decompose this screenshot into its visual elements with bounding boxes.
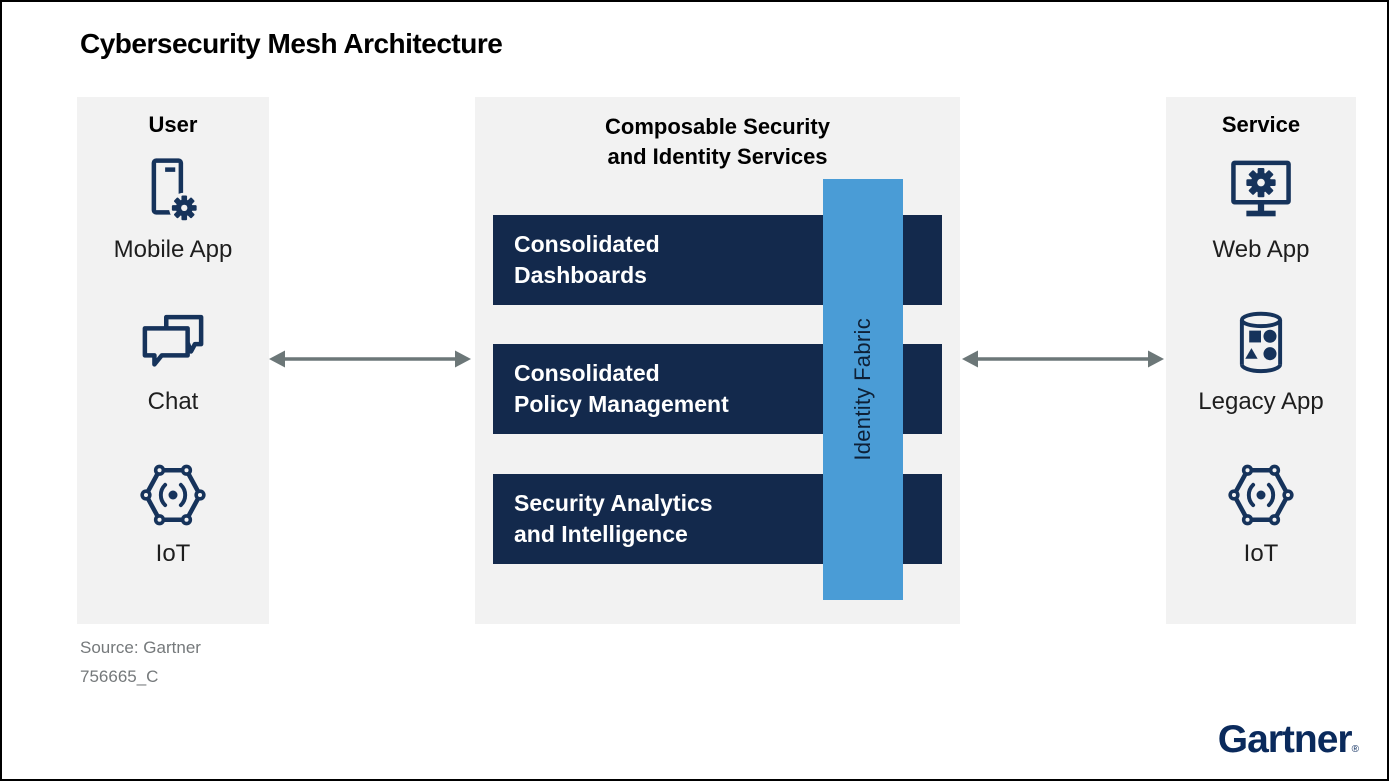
identity-fabric-bar: Identity Fabric: [823, 179, 903, 600]
mobile-app-icon: [137, 158, 209, 231]
services-service-arrow: [961, 346, 1165, 377]
bar-label-line: Dashboards: [514, 262, 647, 288]
bar-label-line: and Intelligence: [514, 521, 688, 547]
services-panel: Composable Security and Identity Service…: [475, 97, 960, 624]
gartner-logo-text: Gartner: [1217, 718, 1353, 761]
page-title: Cybersecurity Mesh Architecture: [80, 28, 503, 59]
list-item-iot-service: IoT: [1166, 459, 1356, 568]
list-item-mobile-app: Mobile App: [77, 155, 269, 264]
bar-label-line: Security Analytics: [514, 490, 713, 516]
document-id: 756665_C: [80, 667, 159, 686]
source-attribution: Source: Gartner: [80, 638, 201, 657]
list-item-iot-user: IoT: [77, 459, 269, 568]
bar-label-line: Policy Management: [514, 391, 729, 417]
user-panel: User Mobile App: [77, 97, 269, 624]
item-label-legacy-app: Legacy App: [1198, 388, 1324, 415]
service-panel: Service Web App: [1166, 97, 1356, 624]
iot-icon: [137, 464, 209, 535]
list-item-chat: Chat: [77, 307, 269, 416]
list-item-web-app: Web App: [1166, 155, 1356, 264]
services-panel-header: Composable Security and Identity Service…: [475, 112, 960, 172]
services-header-line2: and Identity Services: [607, 144, 828, 169]
chat-icon: [137, 314, 209, 383]
services-header-line1: Composable Security: [605, 114, 830, 139]
registered-trademark-mark: ®: [1351, 744, 1359, 755]
item-label-iot-user: IoT: [155, 540, 191, 567]
service-panel-header: Service: [1221, 112, 1301, 137]
gartner-logo: Gartner®: [1218, 718, 1359, 762]
bar-label-line: Consolidated: [514, 360, 660, 386]
web-app-icon: [1225, 160, 1297, 231]
list-item-legacy-app: Legacy App: [1166, 307, 1356, 416]
user-services-arrow: [268, 346, 472, 377]
item-label-chat: Chat: [147, 388, 199, 415]
item-label-web-app: Web App: [1212, 236, 1310, 263]
iot-icon: [1225, 464, 1297, 535]
bar-label-line: Consolidated: [514, 231, 660, 257]
legacy-app-icon: [1225, 311, 1297, 383]
item-label-iot-service: IoT: [1243, 540, 1279, 567]
identity-fabric-label: Identity Fabric: [850, 318, 875, 461]
user-panel-header: User: [148, 112, 198, 137]
item-label-mobile-app: Mobile App: [113, 236, 233, 263]
